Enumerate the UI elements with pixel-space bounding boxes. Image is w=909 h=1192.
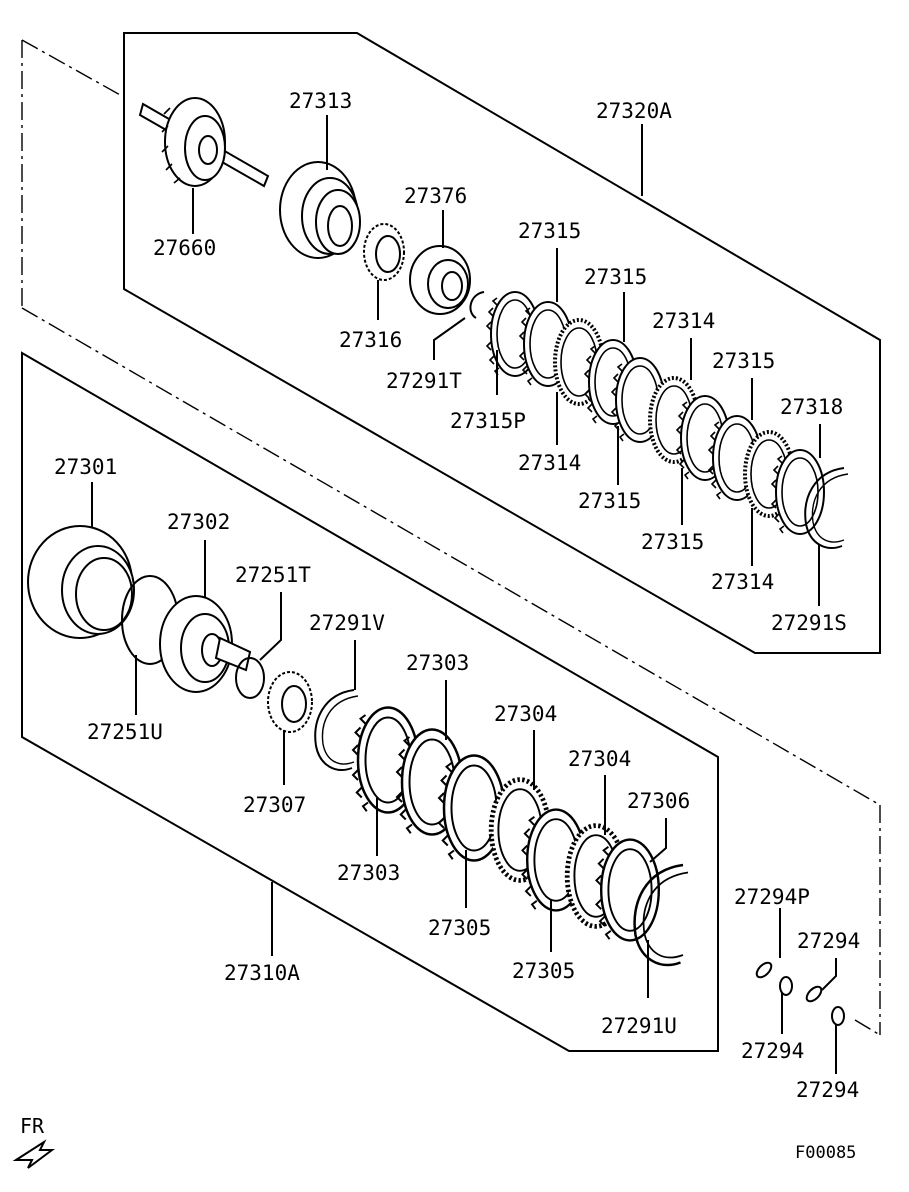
label-27304-b: 27304 (568, 747, 631, 771)
label-27315-c: 27315 (712, 349, 775, 373)
label-27302: 27302 (167, 510, 230, 534)
drawing-code: F00085 (795, 1143, 856, 1163)
label-27303-a: 27303 (406, 651, 469, 675)
label-27315-e: 27315 (641, 530, 704, 554)
part-labels: 27313 27660 27376 27316 27291T 27315 273… (20, 89, 860, 1163)
label-27294-b: 27294 (741, 1039, 804, 1063)
label-27291S: 27291S (771, 611, 847, 635)
part-27316-bearing (363, 223, 405, 281)
label-27320A: 27320A (596, 99, 672, 123)
label-27318: 27318 (780, 395, 843, 419)
label-27315-b: 27315 (584, 265, 647, 289)
label-27310A: 27310A (224, 961, 300, 985)
label-27301: 27301 (54, 455, 117, 479)
label-27315-a: 27315 (518, 219, 581, 243)
label-27313: 27313 (289, 89, 352, 113)
label-27294-c: 27294 (796, 1078, 859, 1102)
label-27314-c: 27314 (711, 570, 774, 594)
part-27251T-ring (235, 657, 265, 699)
label-27304-a: 27304 (494, 702, 557, 726)
label-27294-a: 27294 (797, 929, 860, 953)
leader-lines (91, 115, 837, 1074)
label-27315P: 27315P (450, 409, 526, 433)
part-27291V-snap-ring (314, 689, 359, 771)
part-27376 (409, 245, 471, 315)
part-27660-shaft (138, 97, 270, 188)
label-27291U: 27291U (601, 1014, 677, 1038)
label-27314-a: 27314 (652, 309, 715, 333)
part-27301-drum (27, 525, 135, 639)
part-27313 (279, 161, 361, 259)
label-27251T: 27251T (235, 563, 311, 587)
label-27251U: 27251U (87, 720, 163, 744)
label-27303-b: 27303 (337, 861, 400, 885)
label-27291T: 27291T (386, 369, 462, 393)
center-line (21, 39, 881, 1036)
o-rings (755, 961, 845, 1026)
label-27305-b: 27305 (512, 959, 575, 983)
label-27660: 27660 (153, 236, 216, 260)
label-27307: 27307 (243, 793, 306, 817)
label-27294P: 27294P (734, 885, 810, 909)
lower-assembly-outline (21, 351, 719, 1052)
front-direction-arrow (12, 1139, 55, 1169)
label-27315-d: 27315 (578, 489, 641, 513)
part-27291T-snap-ring (469, 291, 485, 319)
label-27291V: 27291V (309, 611, 385, 635)
label-27314-b: 27314 (518, 451, 581, 475)
label-27316: 27316 (339, 328, 402, 352)
label-27376: 27376 (404, 184, 467, 208)
part-27302-hub (159, 595, 252, 693)
part-27307-bearing (267, 671, 313, 733)
label-27305-a: 27305 (428, 916, 491, 940)
direction-label: FR (20, 1114, 45, 1138)
upper-assembly-outline (123, 32, 881, 654)
label-27306: 27306 (627, 789, 690, 813)
lower-clutch-plates (351, 706, 690, 967)
